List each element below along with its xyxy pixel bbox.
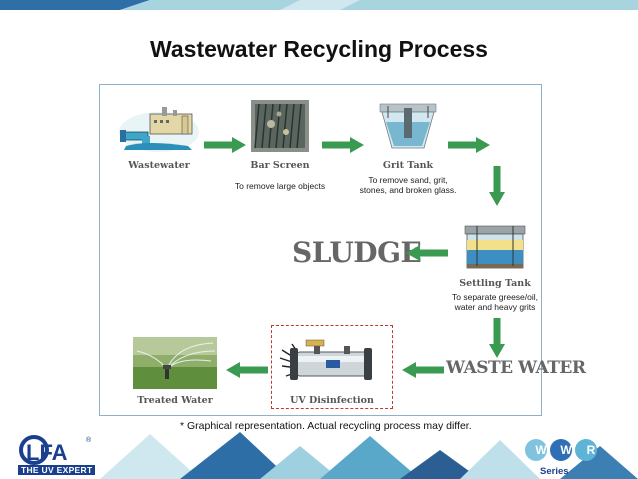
uv-disinfection-unit-icon (279, 339, 372, 380)
wwr-letter-2: W (560, 443, 572, 457)
wwr-series-label: Series (540, 466, 569, 477)
wwr-letter-3: R (586, 443, 596, 457)
wwr-letter-1: W (535, 443, 547, 457)
bottom-decorative-band (100, 432, 638, 479)
footnote: * Graphical representation. Actual recyc… (180, 420, 472, 432)
bar-screen-icon (251, 100, 309, 152)
stage-label-wastewater: Wastewater (128, 160, 190, 171)
top-decorative-band (0, 0, 638, 10)
stage-label-bar-screen: Bar Screen (250, 160, 310, 171)
svg-text:®: ® (86, 436, 92, 444)
uv-disinfection-highlight-box (271, 325, 393, 409)
wwr-series-logo (525, 439, 597, 461)
stage-label-grit-tank: Grit Tank (382, 160, 434, 171)
alfa-logo: LFA ® (14, 435, 94, 465)
stage-label-uv-disinfection: UV Disinfection (290, 395, 374, 406)
grit-tank-icon (379, 103, 437, 149)
stage-desc-settling-tank-line1: To separate greese/oil, (452, 292, 538, 302)
stage-desc-bar-screen: To remove large objects (234, 181, 326, 191)
stage-label-waste-water: WASTE WATER (446, 358, 586, 378)
treated-water-sprinkler-icon (133, 337, 217, 389)
stage-label-treated-water: Treated Water (137, 395, 213, 406)
stage-desc-grit-tank-line2: stones, and broken glass. (359, 185, 457, 195)
stage-label-settling-tank: Settling Tank (459, 278, 531, 289)
alfa-tagline: THE UV EXPERT (18, 465, 96, 475)
stage-desc-grit-tank-line1: To remove sand, grit, (368, 175, 448, 185)
stage-label-sludge: SLUDGE (292, 236, 422, 269)
settling-tank-icon (464, 225, 526, 269)
stage-desc-settling-tank-line2: water and heavy grits (454, 302, 536, 312)
slide-title: Wastewater Recycling Process (150, 36, 488, 62)
wastewater-plant-icon (119, 107, 199, 152)
svg-text:LFA: LFA (26, 440, 68, 465)
